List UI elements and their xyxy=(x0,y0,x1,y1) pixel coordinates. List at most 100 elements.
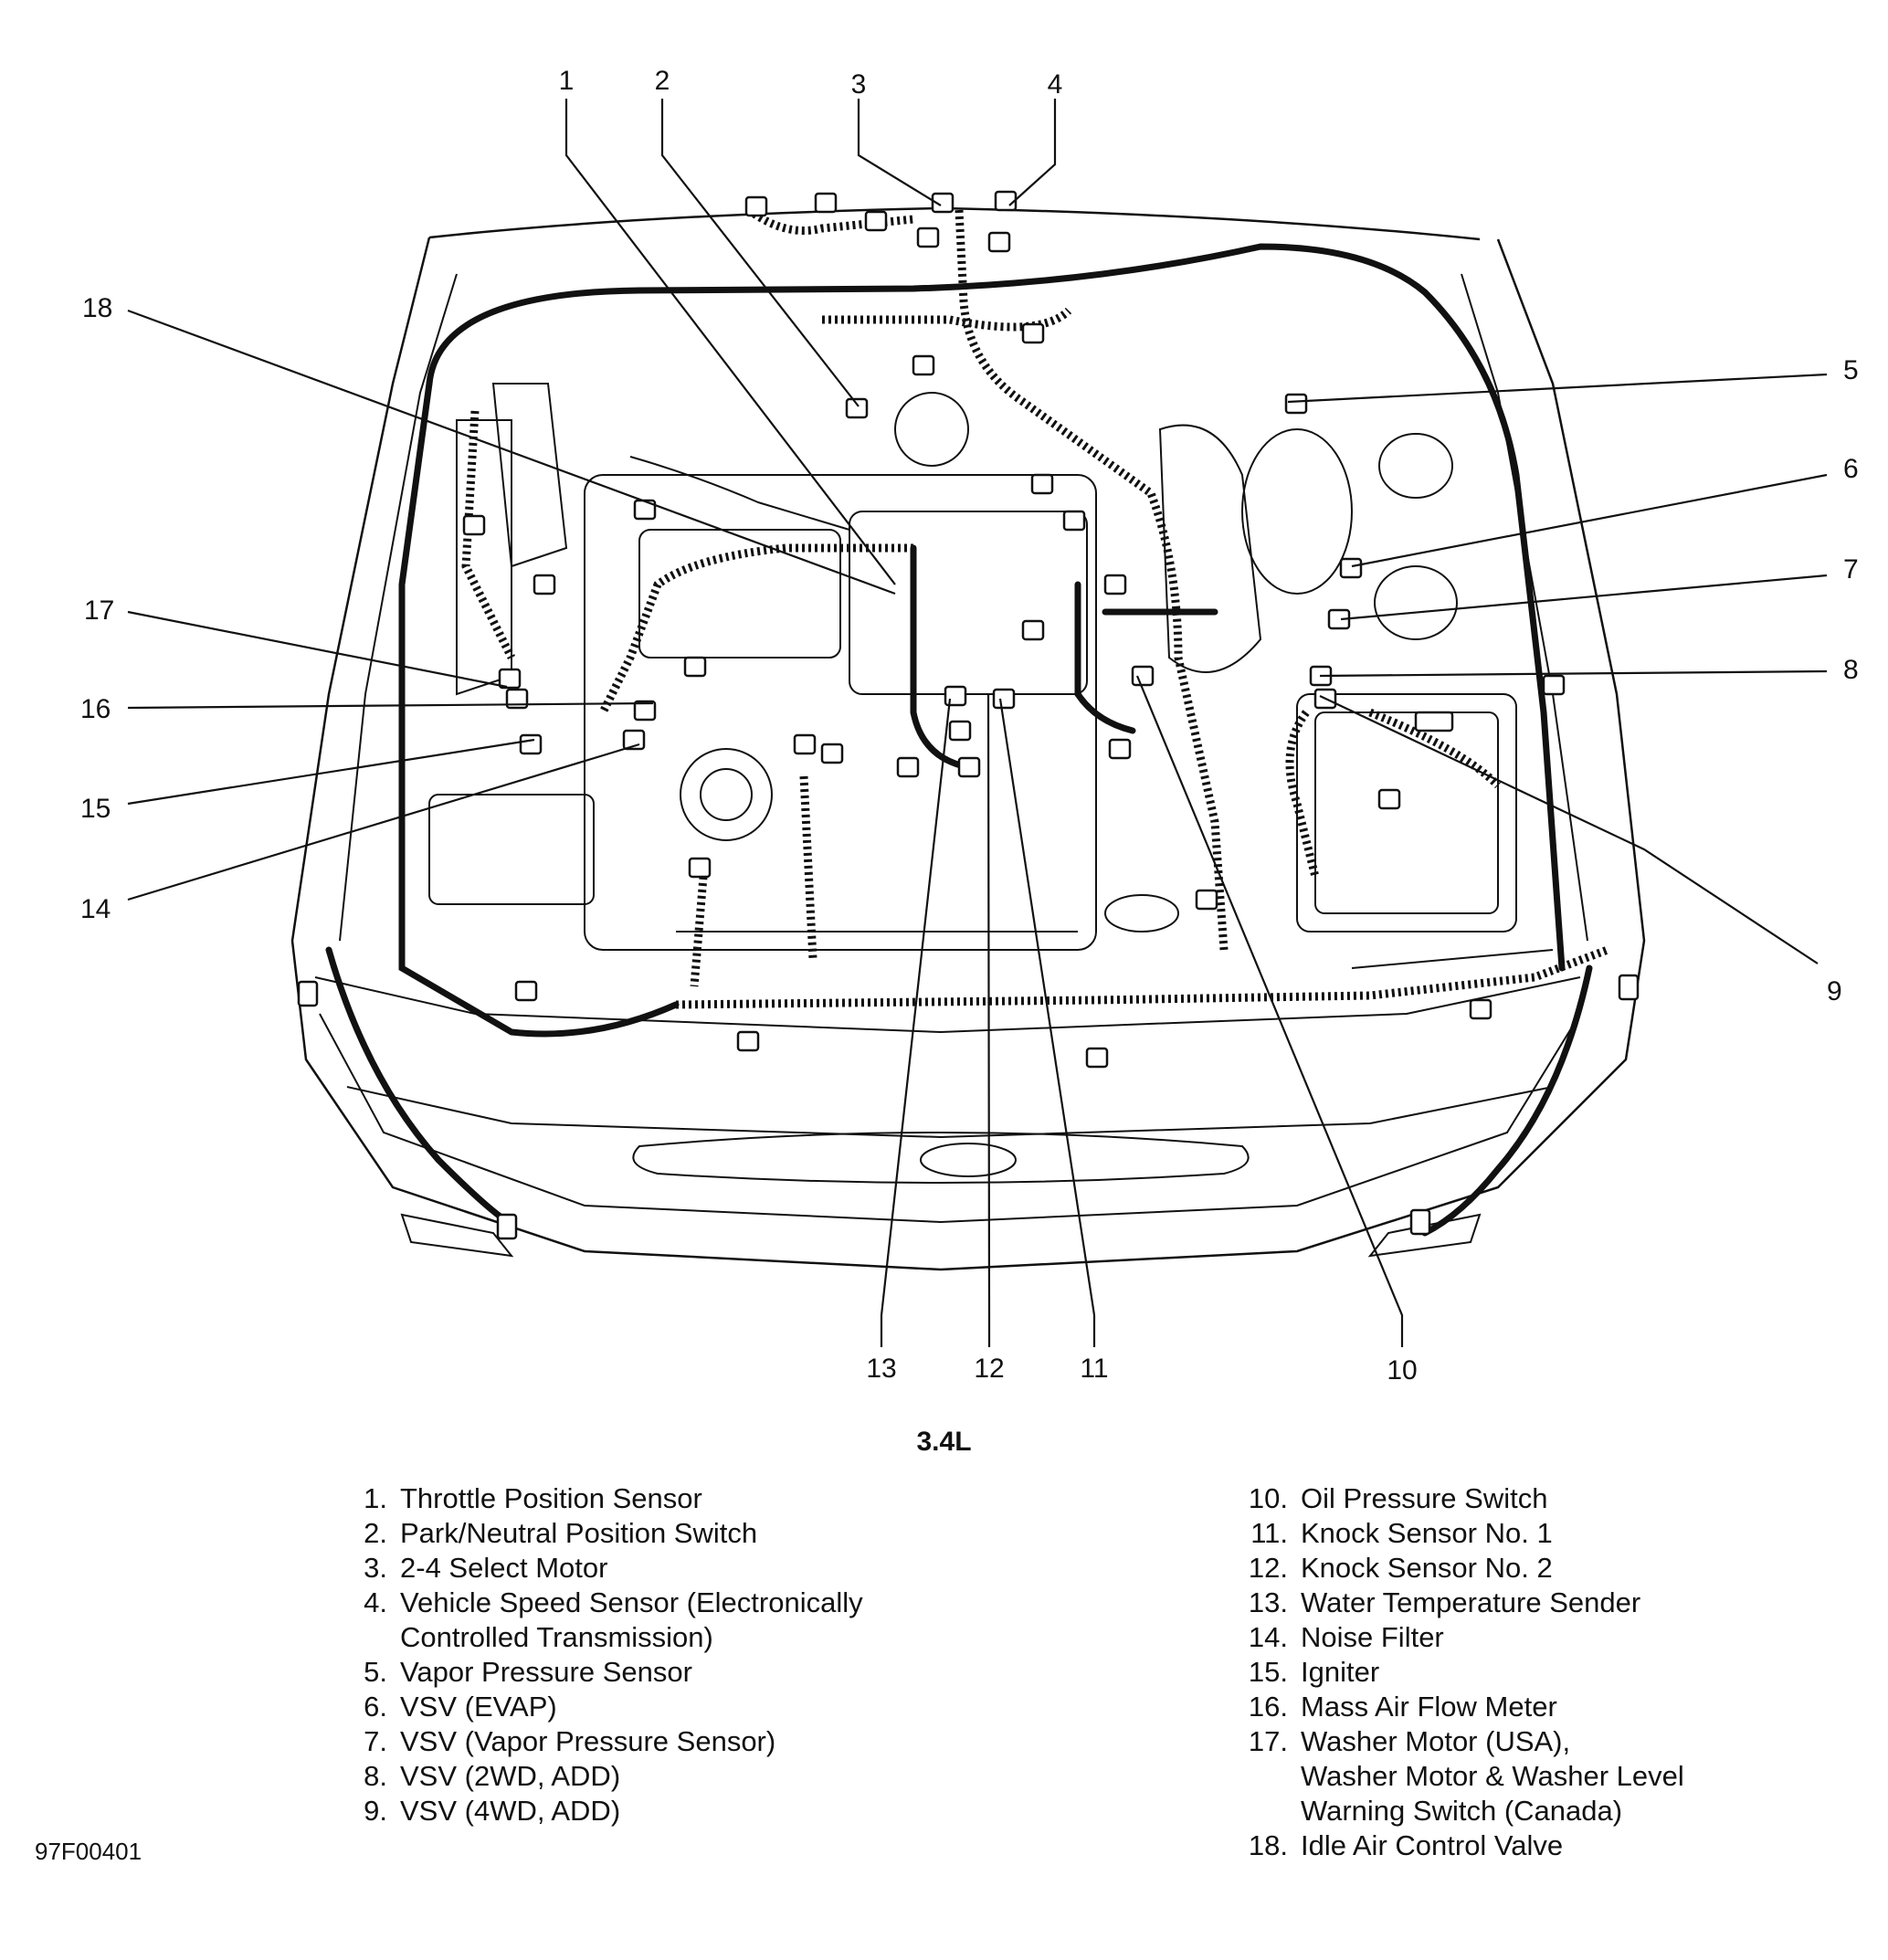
callout-8: 8 xyxy=(1843,655,1859,685)
engine-assembly xyxy=(428,383,1554,969)
leader-12 xyxy=(986,693,991,1347)
legend-item: 6. VSV (EVAP) xyxy=(336,1690,921,1724)
legend-number: 18. xyxy=(1248,1829,1288,1861)
leader-7 xyxy=(1340,574,1828,621)
callout-17: 17 xyxy=(84,595,114,626)
legend-text: Water Temperature Sender xyxy=(1301,1586,1641,1618)
engine-caption: 3.4L xyxy=(916,1427,972,1457)
engine-compartment-diagram: 1 2 3 4 5 6 7 8 9 10 11 12 13 14 15 16 1… xyxy=(80,66,1859,1386)
legend-number: 3. xyxy=(364,1552,387,1584)
leader-16 xyxy=(127,701,654,710)
legend-text: Mass Air Flow Meter xyxy=(1301,1691,1557,1723)
legend-number: 11. xyxy=(1250,1517,1288,1549)
vehicle-body-outline xyxy=(290,206,1646,1271)
legend-text: Oil Pressure Switch xyxy=(1301,1482,1548,1514)
legend-item: 11. Knock Sensor No. 1 xyxy=(1231,1516,1816,1551)
leader-18 xyxy=(127,309,896,595)
legend-number: 9. xyxy=(364,1795,387,1827)
legend-item: 16. Mass Air Flow Meter xyxy=(1231,1690,1816,1724)
legend-item: 9. VSV (4WD, ADD) xyxy=(336,1794,921,1828)
legend-item: 3. 2-4 Select Motor xyxy=(336,1551,921,1586)
callout-18: 18 xyxy=(82,293,112,323)
callout-13: 13 xyxy=(866,1354,896,1384)
legend-text: VSV (EVAP) xyxy=(400,1691,557,1723)
legend-text: VSV (2WD, ADD) xyxy=(400,1760,621,1792)
connectors xyxy=(297,190,1640,1240)
callout-16: 16 xyxy=(80,694,111,724)
leader-5 xyxy=(1287,373,1828,404)
leader-6 xyxy=(1351,473,1828,568)
legend-text: 2-4 Select Motor xyxy=(400,1552,608,1584)
legend-number: 16. xyxy=(1248,1691,1288,1723)
legend-item: 15. Igniter xyxy=(1231,1655,1816,1690)
callout-11: 11 xyxy=(1080,1354,1108,1384)
legend-text: Knock Sensor No. 2 xyxy=(1301,1552,1553,1584)
legend-item: 5. Vapor Pressure Sensor xyxy=(336,1655,921,1690)
callout-14: 14 xyxy=(80,894,111,924)
callout-7: 7 xyxy=(1843,554,1859,585)
legend-item: 13. Water Temperature Sender xyxy=(1231,1586,1816,1620)
callout-6: 6 xyxy=(1843,454,1859,484)
leader-1 xyxy=(564,99,896,585)
legend-item: 4. Vehicle Speed Sensor (Electronically C… xyxy=(336,1586,921,1655)
leader-4 xyxy=(1008,99,1057,206)
callout-leaders xyxy=(127,99,1828,1347)
legend-number: 13. xyxy=(1248,1586,1288,1618)
legend-text: Igniter xyxy=(1301,1656,1380,1688)
callout-15: 15 xyxy=(80,794,111,824)
legend-number: 14. xyxy=(1248,1621,1288,1653)
callout-3: 3 xyxy=(851,69,867,100)
legend-text: Washer Motor (USA), Washer Motor & Washe… xyxy=(1301,1725,1684,1827)
legend-number: 8. xyxy=(364,1760,387,1792)
leader-17 xyxy=(127,610,508,689)
legend-item: 8. VSV (2WD, ADD) xyxy=(336,1759,921,1794)
leader-10 xyxy=(1135,675,1404,1347)
legend-number: 1. xyxy=(364,1482,387,1514)
legend-number: 2. xyxy=(364,1517,387,1549)
legend-number: 10. xyxy=(1248,1482,1288,1514)
legend-left: 1. Throttle Position Sensor 2. Park/Neutra… xyxy=(336,1481,921,1828)
legend-item: 7. VSV (Vapor Pressure Sensor) xyxy=(336,1724,921,1759)
legend-number: 4. xyxy=(364,1586,387,1618)
legend-text: Noise Filter xyxy=(1301,1621,1444,1653)
leader-13 xyxy=(880,698,952,1347)
leader-8 xyxy=(1319,669,1828,678)
legend-item: 1. Throttle Position Sensor xyxy=(336,1481,921,1516)
callout-1: 1 xyxy=(559,66,575,96)
legend-number: 5. xyxy=(364,1656,387,1688)
legend-number: 6. xyxy=(364,1691,387,1723)
callout-2: 2 xyxy=(655,66,670,96)
leader-11 xyxy=(998,698,1096,1347)
figure-code: 97F00401 xyxy=(35,1838,142,1865)
legend-item: 14. Noise Filter xyxy=(1231,1620,1816,1655)
legend-text: Vehicle Speed Sensor (Electronically Con… xyxy=(400,1586,863,1653)
legend-text: VSV (4WD, ADD) xyxy=(400,1795,621,1827)
legend-text: VSV (Vapor Pressure Sensor) xyxy=(400,1725,776,1757)
leader-9 xyxy=(1319,695,1819,964)
callout-4: 4 xyxy=(1048,69,1063,100)
legend-number: 17. xyxy=(1248,1725,1288,1757)
callout-12: 12 xyxy=(974,1354,1004,1384)
callout-numbers: 1 2 3 4 5 6 7 8 9 10 11 12 13 14 15 16 1… xyxy=(80,66,1859,1386)
leader-14 xyxy=(127,743,640,901)
leader-3 xyxy=(857,99,942,206)
legend-number: 7. xyxy=(364,1725,387,1757)
legend-text: Idle Air Control Valve xyxy=(1301,1829,1564,1861)
legend-text: Park/Neutral Position Switch xyxy=(400,1517,758,1549)
callout-9: 9 xyxy=(1827,976,1842,1006)
callout-5: 5 xyxy=(1843,355,1859,385)
legend-text: Knock Sensor No. 1 xyxy=(1301,1517,1553,1549)
legend-item: 2. Park/Neutral Position Switch xyxy=(336,1516,921,1551)
callout-10: 10 xyxy=(1387,1355,1417,1386)
legend-item: 12. Knock Sensor No. 2 xyxy=(1231,1551,1816,1586)
legend-number: 12. xyxy=(1248,1552,1288,1584)
legend-number: 15. xyxy=(1248,1656,1288,1688)
legend-text: Throttle Position Sensor xyxy=(400,1482,702,1514)
legend-item: 10. Oil Pressure Switch xyxy=(1231,1481,1816,1516)
leader-15 xyxy=(127,738,535,806)
leader-2 xyxy=(660,99,860,407)
legend-right: 10. Oil Pressure Switch 11. Knock Sensor N… xyxy=(1231,1481,1816,1863)
legend-item: 18. Idle Air Control Valve xyxy=(1231,1828,1816,1863)
legend-text: Vapor Pressure Sensor xyxy=(400,1656,692,1688)
legend-item: 17. Washer Motor (USA), Washer Motor & Wa… xyxy=(1231,1724,1816,1828)
